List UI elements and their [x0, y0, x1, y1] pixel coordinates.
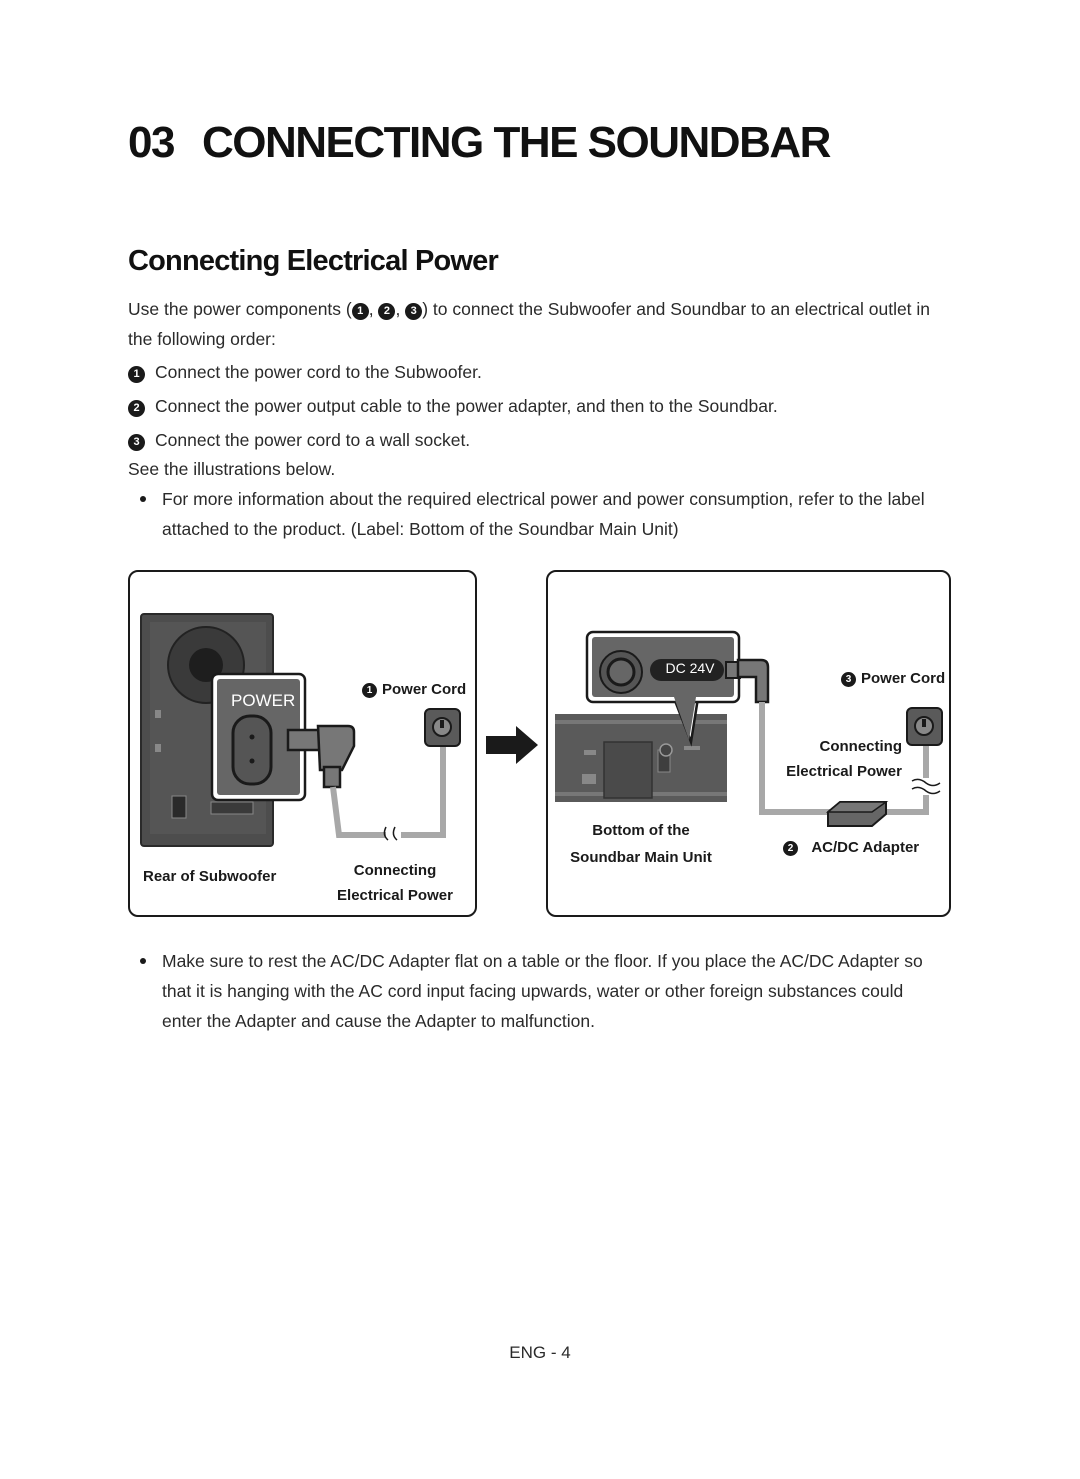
chapter-number: 03	[128, 118, 175, 167]
ac-dc-adapter-label: 2 AC/DC Adapter	[783, 839, 919, 856]
bullet-item: Make sure to rest the AC/DC Adapter flat…	[140, 946, 945, 1036]
step-marker: 2	[128, 400, 145, 417]
chapter-title: CONNECTING THE SOUNDBAR	[201, 118, 831, 167]
marker-3-icon: 3	[405, 303, 423, 320]
bullet-dot-icon	[140, 496, 146, 502]
arrow-right-icon	[486, 726, 538, 764]
step-marker: 1	[128, 366, 145, 383]
soundbar-illustration	[554, 630, 943, 827]
bullet-text: For more information about the required …	[162, 489, 925, 539]
page-number: ENG - 4	[509, 1343, 571, 1362]
subwoofer-illustration	[139, 612, 461, 847]
intro-text-after: ) to connect the Subwoofer and Soundbar …	[422, 299, 931, 319]
see-below-text: See the illustrations below.	[128, 459, 336, 479]
marker-2-icon: 2	[783, 841, 798, 856]
marker-1-icon: 1	[351, 303, 369, 320]
step-text: Connect the power cord to the Subwoofer.	[155, 362, 482, 382]
connecting-power-label: Connecting Electrical Power	[786, 738, 902, 780]
connecting-power-label: Connecting Electrical Power	[337, 862, 453, 904]
bullet-text: Make sure to rest the AC/DC Adapter flat…	[162, 951, 923, 1031]
step-text: Connect the power cord to a wall socket.	[155, 430, 471, 450]
marker-3-icon: 3	[841, 672, 856, 687]
marker-1-icon: 1	[362, 683, 377, 698]
soundbar-bottom-label: Bottom of the Soundbar Main Unit	[570, 822, 712, 866]
step-text: Connect the power output cable to the po…	[155, 396, 778, 416]
step-1: 1 Connect the power cord to the Subwoofer…	[128, 357, 482, 387]
step-marker: 3	[128, 434, 145, 451]
power-port-label: POWER	[231, 691, 296, 710]
chapter-heading: 03 CONNECTING THE SOUNDBAR	[128, 118, 831, 168]
rear-of-subwoofer-label: Rear of Subwoofer	[143, 868, 277, 885]
step-3: 3 Connect the power cord to a wall socket…	[128, 425, 470, 455]
marker-2-icon: 2	[378, 303, 396, 320]
intro-text-line2: the following order:	[128, 329, 276, 349]
intro-paragraph: Use the power components (1, 2, 3) to co…	[128, 299, 931, 349]
section-title: Connecting Electrical Power	[128, 245, 499, 277]
intro-text-before: Use the power components (	[128, 299, 352, 319]
bullet-item: For more information about the required …	[140, 484, 945, 544]
step-2: 2 Connect the power output cable to the p…	[128, 391, 778, 421]
bullet-dot-icon	[140, 958, 146, 964]
dc-24v-label: DC 24V	[665, 660, 715, 676]
